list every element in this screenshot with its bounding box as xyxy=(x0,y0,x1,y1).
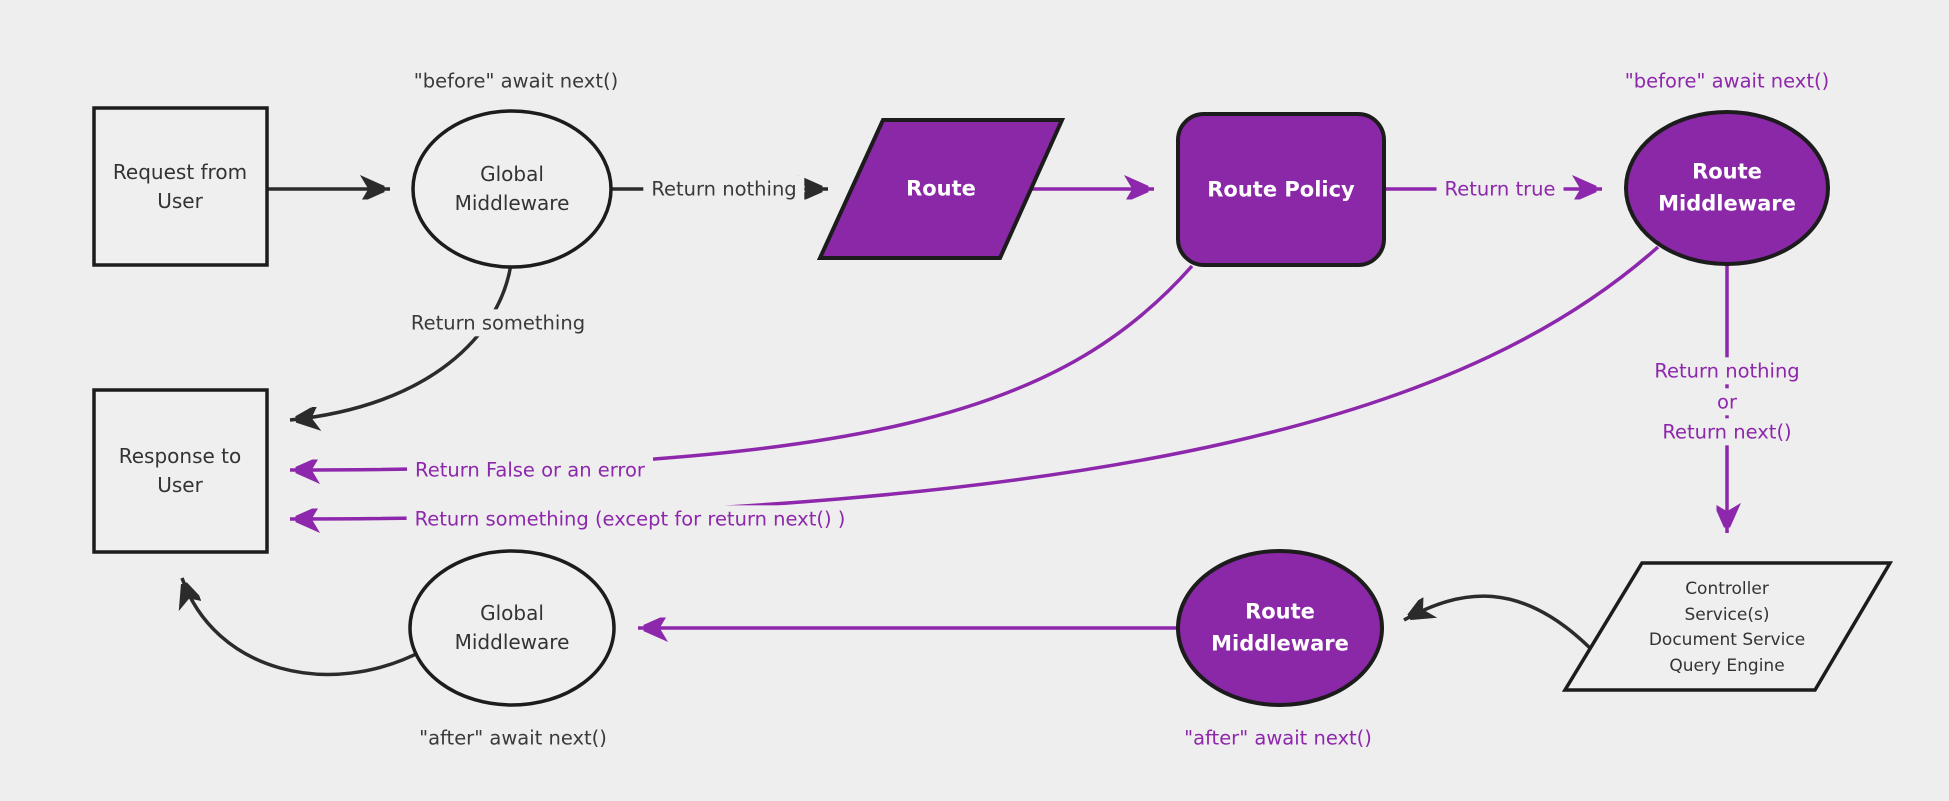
request-box-label: Request from User xyxy=(112,160,248,213)
edge-global-middleware-bottom-to-response xyxy=(182,577,425,677)
global-middleware-bottom-shape xyxy=(408,549,616,707)
global-middleware-bottom-label: Global Middleware xyxy=(454,601,570,654)
label-return-something: Return something xyxy=(402,309,594,337)
response-box-label: Response to User xyxy=(118,444,242,497)
global-middleware-top-label: Global Middleware xyxy=(454,162,570,215)
route-policy-label: Route Policy xyxy=(1207,177,1355,202)
controller-parallelogram-shape xyxy=(1561,561,1894,692)
label-after-await-next-left: "after" await next() xyxy=(419,726,607,750)
controller-line-3: Document Service xyxy=(1648,630,1806,650)
label-return-something-except: Return something (except for return next… xyxy=(406,505,854,533)
controller-label: Controller Service(s) Document Service Q… xyxy=(1649,577,1805,679)
label-return-false-or-error: Return False or an error xyxy=(407,456,653,484)
route-label: Route xyxy=(906,176,976,201)
edge-controller-to-route-middleware-bottom xyxy=(1403,594,1592,650)
controller-line-4: Query Engine xyxy=(1669,655,1785,676)
label-return-nothing: Return nothing xyxy=(643,175,805,203)
response-box-shape xyxy=(92,388,269,554)
global-middleware-top-shape xyxy=(411,109,613,269)
label-before-await-next-right: "before" await next() xyxy=(1624,69,1830,93)
route-policy-shape xyxy=(1176,112,1386,267)
label-before-await-next-top: "before" await next() xyxy=(413,69,619,93)
edge-return-false-to-response xyxy=(289,264,1194,470)
label-return-nothing-or-line-2: or xyxy=(1709,388,1745,416)
label-return-nothing-or-line-1: Return nothing xyxy=(1646,357,1808,385)
request-box-shape xyxy=(92,106,269,267)
label-after-await-next-right: "after" await next() xyxy=(1184,726,1372,750)
label-return-nothing-or-line-3: Return next() xyxy=(1654,418,1800,446)
edge-return-something-to-response xyxy=(289,263,513,420)
route-middleware-bottom-label: Route Middleware xyxy=(1211,599,1349,656)
route-middleware-top-shape xyxy=(1624,110,1830,266)
route-parallelogram-shape xyxy=(816,118,1066,260)
controller-line-2: Service(s) xyxy=(1684,604,1770,625)
route-middleware-bottom-shape xyxy=(1176,549,1384,707)
controller-line-1: Controller xyxy=(1685,579,1769,599)
label-return-true: Return true xyxy=(1436,175,1564,203)
route-middleware-top-label: Route Middleware xyxy=(1658,159,1796,216)
